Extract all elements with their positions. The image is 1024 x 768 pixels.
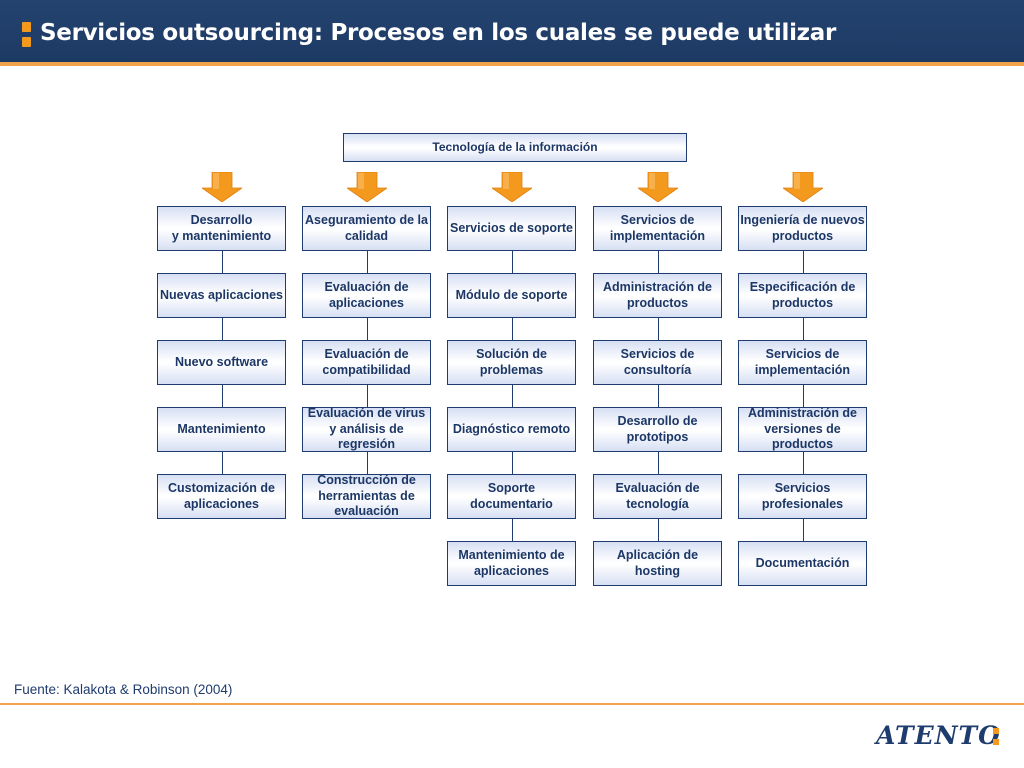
atento-logo: ATENTO	[876, 721, 1001, 750]
title-bar: Servicios outsourcing: Procesos en los c…	[0, 0, 1024, 62]
column-header-1: Desarrollo y mantenimiento	[157, 206, 286, 251]
footer-divider	[0, 703, 1024, 705]
slide-title: Servicios outsourcing: Procesos en los c…	[40, 20, 837, 46]
process-box: Servicios de implementación	[738, 340, 867, 385]
process-box: Soporte documentario	[447, 474, 576, 519]
header-divider	[0, 62, 1024, 66]
process-box: Administración de versiones de productos	[738, 407, 867, 452]
down-arrow-icon	[492, 172, 532, 202]
process-box: Administración de productos	[593, 273, 722, 318]
process-box: Solución de problemas	[447, 340, 576, 385]
brand-colon-icon	[22, 22, 31, 48]
process-box: Evaluación de tecnología	[593, 474, 722, 519]
logo-colon-icon	[993, 728, 999, 745]
process-box: Construcción de herramientas de evaluaci…	[302, 474, 431, 519]
process-box: Evaluación de virus y análisis de regres…	[302, 407, 431, 452]
down-arrow-icon	[783, 172, 823, 202]
column-header-4: Servicios de implementación	[593, 206, 722, 251]
process-box: Customización de aplicaciones	[157, 474, 286, 519]
down-arrow-icon	[202, 172, 242, 202]
process-box: Módulo de soporte	[447, 273, 576, 318]
root-node: Tecnología de la información	[343, 133, 687, 162]
process-box: Desarrollo de prototipos	[593, 407, 722, 452]
column-header-5: Ingeniería de nuevos productos	[738, 206, 867, 251]
process-box: Especificación de productos	[738, 273, 867, 318]
source-note: Fuente: Kalakota & Robinson (2004)	[14, 682, 233, 697]
down-arrow-icon	[347, 172, 387, 202]
process-box: Mantenimiento	[157, 407, 286, 452]
process-box: Mantenimiento de aplicaciones	[447, 541, 576, 586]
process-box: Documentación	[738, 541, 867, 586]
down-arrow-icon	[638, 172, 678, 202]
process-box: Servicios de consultoría	[593, 340, 722, 385]
column-header-2: Aseguramiento de la calidad	[302, 206, 431, 251]
process-box: Nuevas aplicaciones	[157, 273, 286, 318]
process-box: Evaluación de compatibilidad	[302, 340, 431, 385]
column-header-3: Servicios de soporte	[447, 206, 576, 251]
process-box: Servicios profesionales	[738, 474, 867, 519]
process-box: Nuevo software	[157, 340, 286, 385]
process-box: Diagnóstico remoto	[447, 407, 576, 452]
process-box: Evaluación de aplicaciones	[302, 273, 431, 318]
process-box: Aplicación de hosting	[593, 541, 722, 586]
